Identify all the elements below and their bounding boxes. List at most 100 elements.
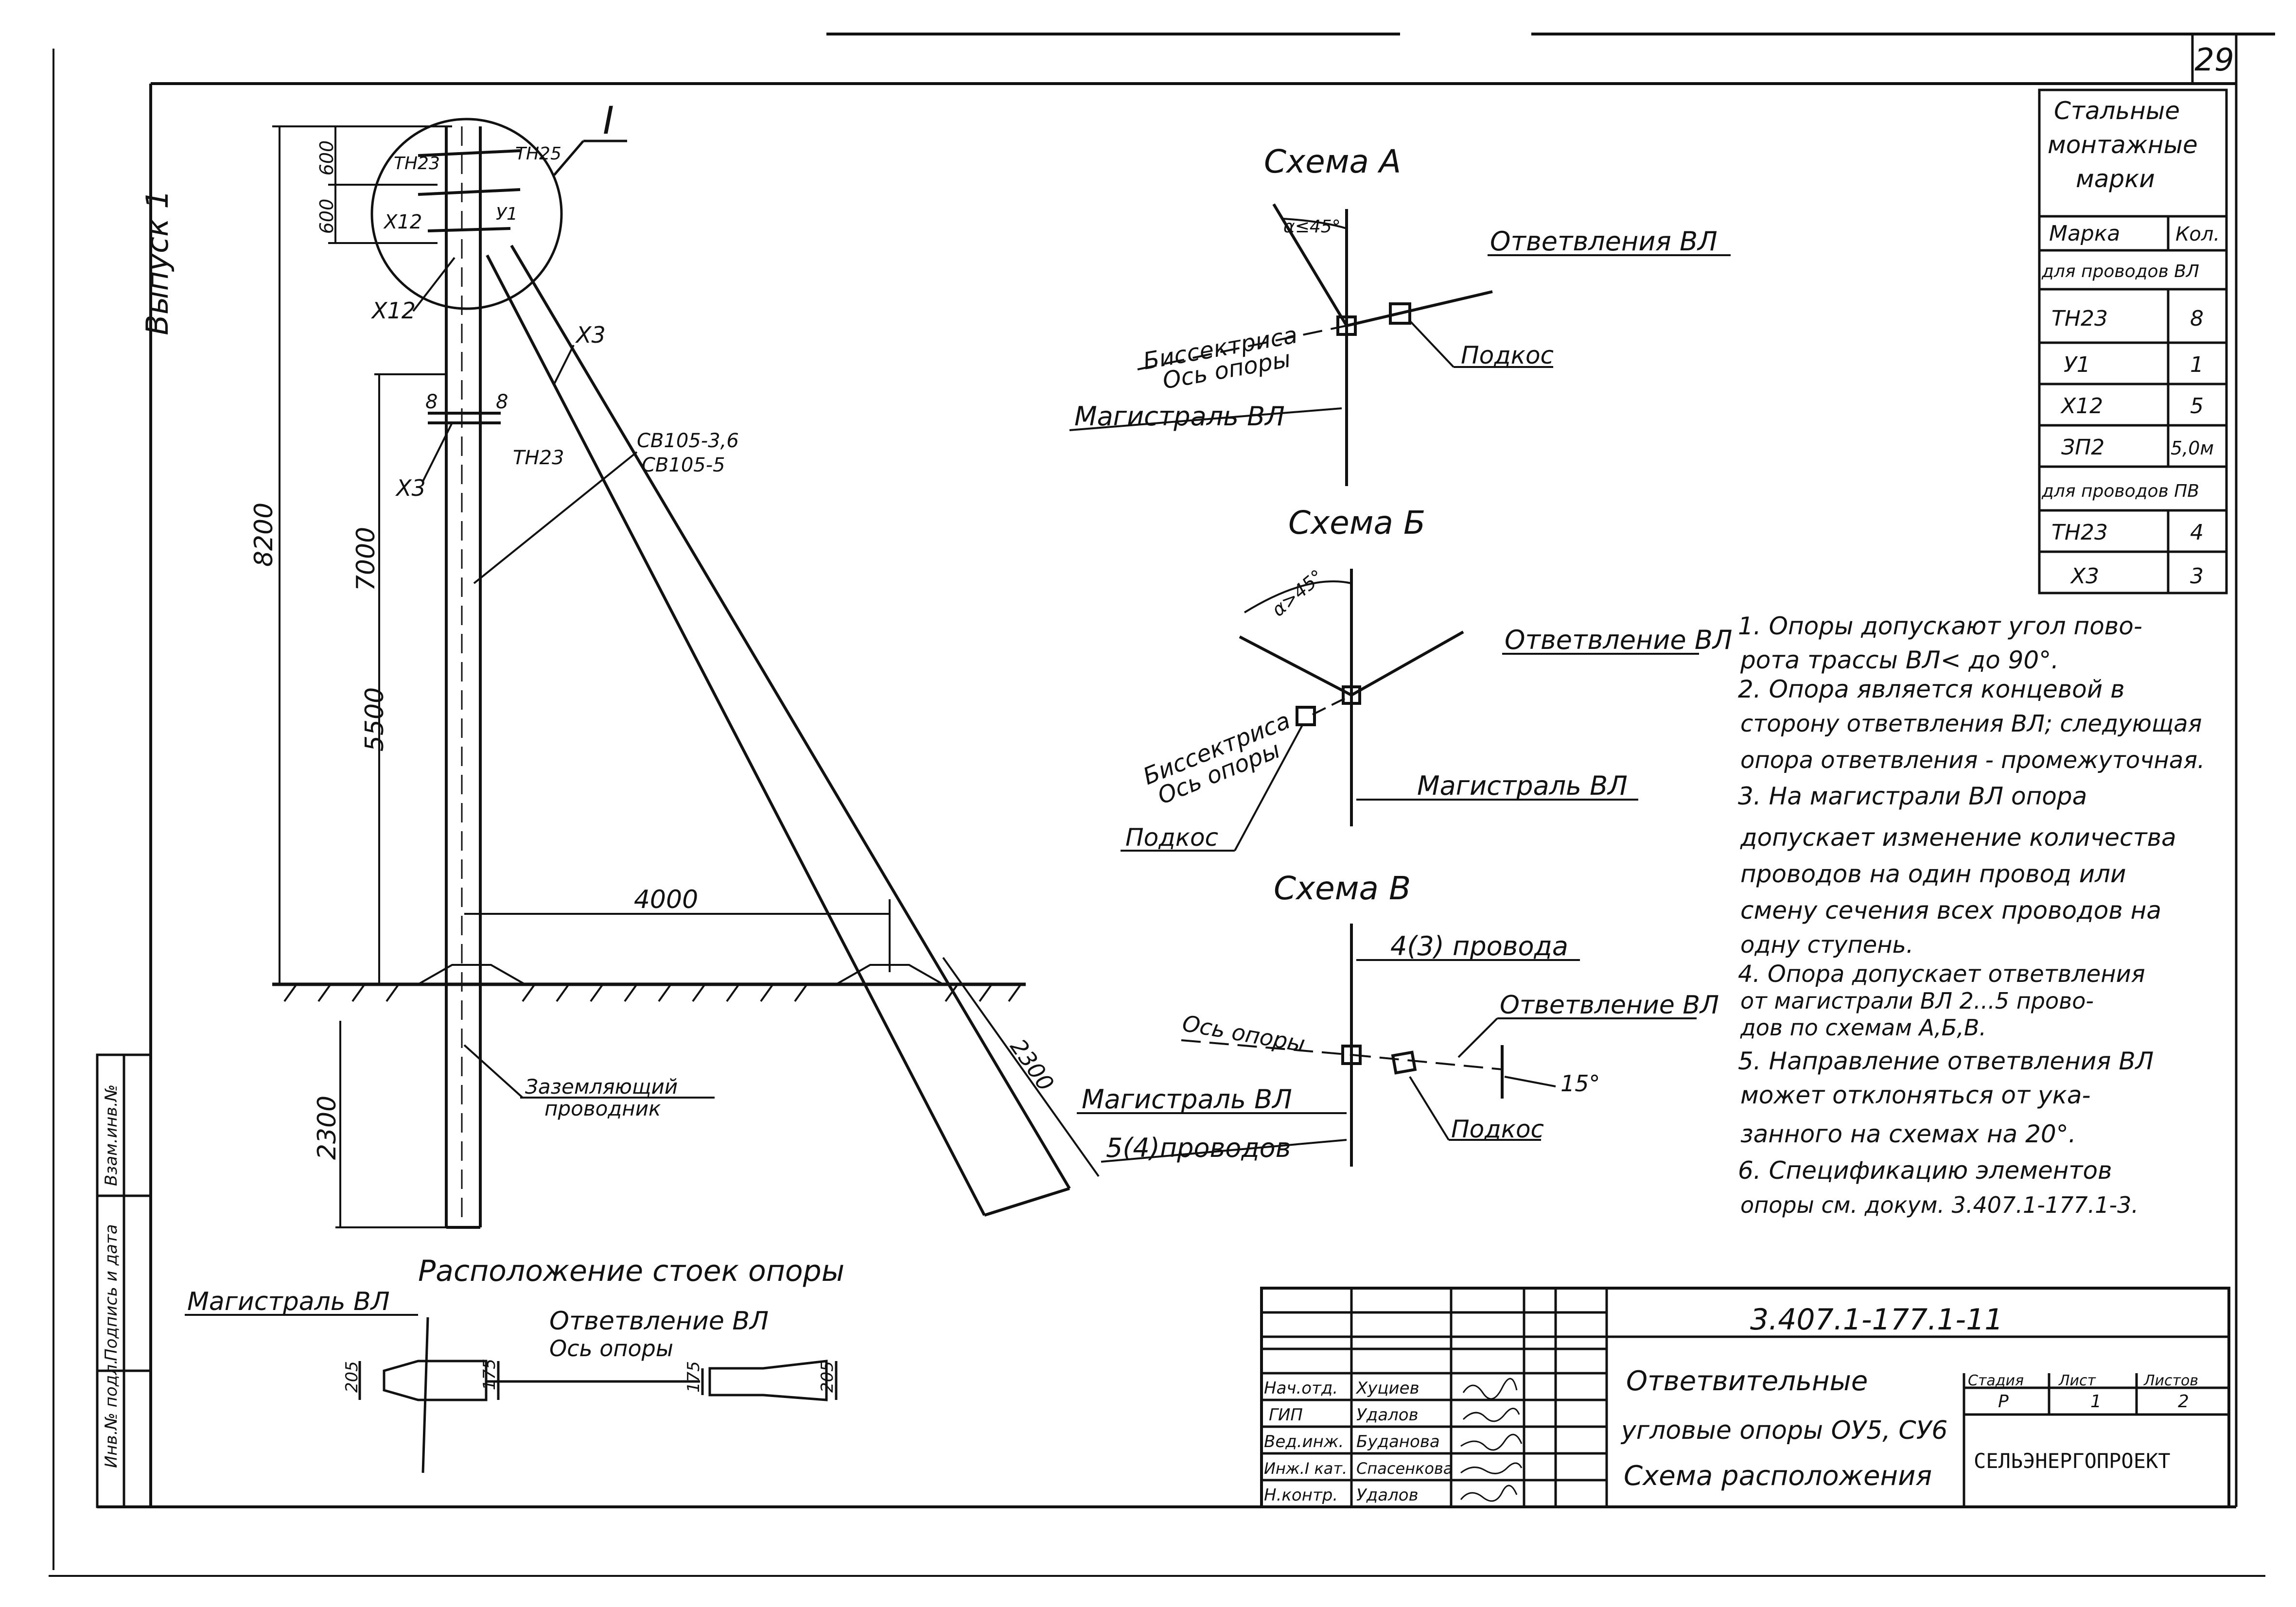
label-x12-b: Х12: [371, 297, 416, 324]
note-line: 6. Спецификацию элементов: [1738, 1156, 2112, 1185]
scheme-b-angle: α>45°: [1268, 565, 1328, 621]
note-line: 1. Опоры допускают угол пово-: [1738, 612, 2142, 640]
strip-inv-no: Инв.№ подл.: [102, 1359, 121, 1468]
note-line: дов по схемам А,Б,В.: [1740, 1014, 1986, 1041]
scheme-b-main: Магистраль ВЛ: [1417, 770, 1628, 801]
title-doc-code: 3.407.1-177.1-11: [1750, 1303, 2003, 1337]
layout-plan-branch: Ответвление ВЛ: [549, 1307, 769, 1336]
dim-600-top: 600: [316, 140, 337, 176]
layout-dim-175-left: 175: [480, 1359, 499, 1390]
layout-plan-axis: Ось опоры: [549, 1335, 673, 1362]
marks-row-pv-1-mark: Х3: [2070, 564, 2099, 589]
marks-row-vl-3-qty: 5,0м: [2171, 437, 2214, 459]
note-line: 4. Опора допускает ответвления: [1738, 961, 2145, 988]
title-sheet-header: Лист: [2058, 1372, 2097, 1389]
title-stage: Р: [1998, 1392, 2009, 1412]
title-sheet: 1: [2090, 1392, 2102, 1412]
note-line: опора ответвления - промежуточная.: [1740, 747, 2205, 774]
strip-replacement: Взам.инв.№: [102, 1084, 121, 1186]
scheme-v-drawing: [1181, 924, 1504, 1167]
sheet-frame: [49, 33, 2275, 1577]
scheme-b-branch: Ответвление ВЛ: [1505, 625, 1732, 655]
marks-header-qty: Кол.: [2175, 223, 2220, 245]
pole-dimensions: [272, 125, 1100, 1228]
note-line: от магистрали ВЛ 2...5 прово-: [1740, 988, 2094, 1014]
note-line: сторону ответвления ВЛ; следующая: [1740, 710, 2202, 737]
marks-row-vl-2-mark: Х12: [2060, 394, 2103, 419]
marks-row-pv-1-qty: 3: [2190, 564, 2204, 589]
layout-plan-title: Расположение стоек опоры: [418, 1254, 844, 1288]
dim-2300-left: 2300: [313, 1096, 342, 1160]
title-block: [1260, 1287, 2230, 1508]
note-line: опоры см. докум. 3.407.1-177.1-3.: [1740, 1192, 2138, 1218]
title-line-3: Схема расположения: [1624, 1460, 1932, 1492]
note-line: проводов на один провод или: [1740, 860, 2126, 888]
label-ground-wire-2: проводник: [544, 1097, 661, 1120]
dim-2300-strut: 2300: [1005, 1034, 1059, 1096]
label-x3-left: Х3: [395, 475, 426, 501]
scheme-v-wires-top: 4(3) провода: [1390, 931, 1568, 961]
label-tn23-top: ТН23: [394, 154, 440, 174]
note-line: одну ступень.: [1740, 931, 1913, 959]
marks-title-1: Стальные: [2054, 97, 2180, 125]
note-line: смену сечения всех проводов на: [1740, 896, 2161, 925]
note-line: рота трассы ВЛ< до 90°.: [1740, 646, 2059, 674]
scheme-a-strut: Подкос: [1461, 341, 1554, 369]
title-role: Инж.I кат.: [1264, 1459, 1347, 1478]
marks-section-vl: для проводов ВЛ: [2041, 262, 2199, 281]
note-line: допускает изменение количества: [1740, 823, 2176, 852]
scheme-v-angle: 15°: [1560, 1070, 1600, 1097]
dim-8200: 8200: [249, 503, 279, 567]
title-org: СЕЛЬЭНЕРГОПРОЕКТ: [1974, 1449, 2171, 1473]
label-8-right: 8: [496, 391, 508, 413]
title-role: Вед.инж.: [1264, 1432, 1344, 1451]
label-x12-a: Х12: [383, 211, 422, 233]
marks-row-vl-1-qty: 1: [2190, 352, 2204, 377]
label-tn25: ТН25: [515, 144, 561, 164]
layout-dim-205-right: 205: [818, 1361, 837, 1393]
pole-elevation: [272, 118, 1071, 1229]
marks-title-3: марки: [2076, 165, 2155, 193]
title-role: ГИП: [1269, 1405, 1303, 1425]
title-stage-header: Стадия: [1968, 1372, 2024, 1389]
title-name: Удалов: [1356, 1485, 1419, 1505]
label-u1: У1: [496, 204, 518, 224]
layout-plan-main: Магистраль ВЛ: [187, 1287, 390, 1316]
layout-dim-205-left: 205: [342, 1361, 362, 1393]
signature-marks: [1460, 1378, 1523, 1502]
page-number: 29: [2194, 42, 2234, 78]
marks-row-vl-0-mark: ТН23: [2051, 306, 2108, 331]
dim-5500: 5500: [360, 687, 389, 751]
title-line-1: Ответвительные: [1626, 1365, 1868, 1397]
marks-row-vl-3-mark: ЗП2: [2061, 435, 2104, 460]
title-role: Нач.отд.: [1264, 1379, 1338, 1398]
marks-table: [2038, 88, 2228, 594]
scheme-v-axis: Ось опоры: [1180, 1010, 1307, 1057]
label-sv105-5: СВ105-5: [642, 454, 725, 476]
title-name: Хуциев: [1355, 1379, 1420, 1398]
vertical-label: Выпуск 1: [140, 190, 175, 335]
scheme-v-branch: Ответвление ВЛ: [1500, 991, 1719, 1020]
layout-plan-drawing: [358, 1317, 838, 1473]
title-name: Буданова: [1356, 1432, 1440, 1451]
scheme-v-strut: Подкос: [1451, 1115, 1544, 1143]
ground-hatching: [283, 983, 1022, 1002]
callout-detail-I: I: [603, 99, 614, 143]
label-x3-strut: Х3: [575, 322, 606, 348]
label-sv105-3-6: СВ105-3,6: [637, 430, 739, 452]
note-line: 3. На магистрали ВЛ опора: [1738, 782, 2087, 810]
label-8-left: 8: [425, 391, 438, 413]
note-line: может отклоняться от ука-: [1740, 1081, 2091, 1109]
layout-dim-175-right: 175: [684, 1361, 703, 1393]
marks-title-2: монтажные: [2048, 131, 2198, 159]
marks-section-pv: для проводов ПВ: [2041, 481, 2199, 501]
label-tn23-low: ТН23: [513, 447, 564, 469]
label-ground-wire-1: Заземляющий: [525, 1075, 678, 1099]
dim-7000: 7000: [351, 527, 381, 591]
note-line: 5. Направление ответвления ВЛ: [1738, 1047, 2154, 1075]
scheme-a-angle: α≤45°: [1283, 217, 1341, 237]
scheme-b-title: Схема Б: [1288, 504, 1425, 541]
title-name: Спасенкова: [1356, 1459, 1453, 1478]
dim-600-bottom: 600: [316, 199, 337, 234]
note-line: 2. Опора является концевой в: [1738, 675, 2125, 703]
